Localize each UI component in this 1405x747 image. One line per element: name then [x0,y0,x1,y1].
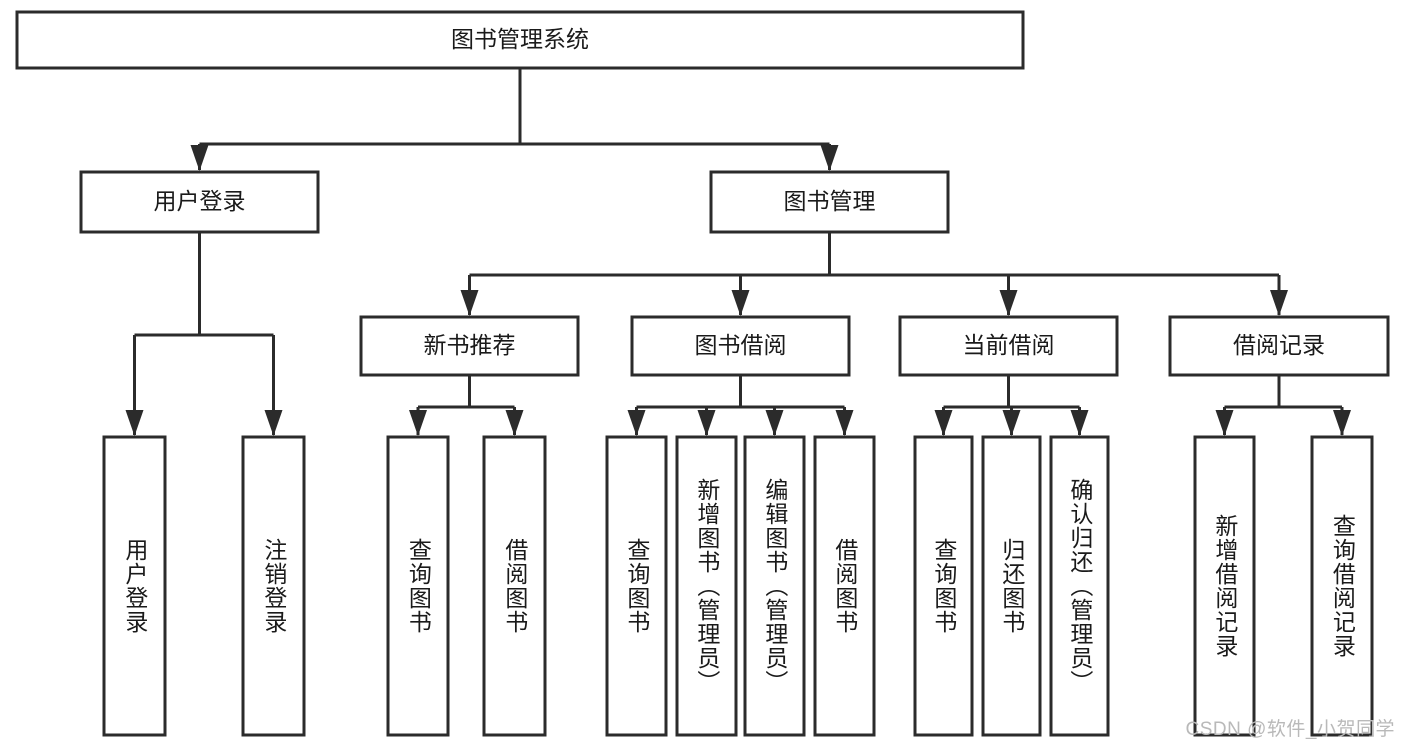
node-box-root[interactable] [15,10,1025,70]
node-hit-leaf-borrow-book-rec[interactable] [484,437,545,735]
node-hit-leaf-borrow-book-borrow[interactable] [815,437,874,735]
node-label-new-book-recommend: 新书推荐 [424,332,516,358]
node-box-borrow-record[interactable] [1168,315,1390,377]
node-hit-leaf-edit-book-admin[interactable] [745,437,804,735]
node-label-book-manage: 图书管理 [784,188,876,214]
node-box-leaf-query-book-current[interactable] [913,435,974,737]
node-hit-leaf-return-book[interactable] [983,437,1040,735]
node-box-new-book-recommend[interactable] [359,315,580,377]
node-hit-leaf-query-borrow-record[interactable] [1312,437,1372,735]
node-box-leaf-add-borrow-record[interactable] [1193,435,1256,737]
connector-lines [125,68,1351,436]
node-box-user-login[interactable] [79,170,320,234]
node-hit-leaf-query-book-borrow[interactable] [607,437,666,735]
node-hit-leaf-confirm-return-admin[interactable] [1051,437,1108,735]
node-label-user-login: 用户登录 [154,188,246,214]
node-box-leaf-query-book-borrow[interactable] [605,435,668,737]
node-box-leaf-query-book-rec[interactable] [386,435,450,737]
node-hit-leaf-add-book-admin[interactable] [677,437,736,735]
node-box-leaf-edit-book-admin[interactable] [743,435,806,737]
node-hit-leaf-add-borrow-record[interactable] [1195,437,1254,735]
node-box-leaf-add-book-admin[interactable] [675,435,738,737]
node-hit-leaf-user-login[interactable] [104,437,165,735]
node-box-leaf-borrow-book-borrow[interactable] [813,435,876,737]
node-label-root: 图书管理系统 [451,26,589,52]
node-box-book-manage[interactable] [709,170,950,234]
node-box-leaf-query-borrow-record[interactable] [1310,435,1374,737]
node-box-leaf-confirm-return-admin[interactable] [1049,435,1110,737]
node-box-leaf-return-book[interactable] [981,435,1042,737]
node-box-leaf-user-login[interactable] [102,435,167,737]
node-box-current-borrow[interactable] [898,315,1119,377]
node-hit-leaf-logout-login[interactable] [243,437,304,735]
node-box-leaf-borrow-book-rec[interactable] [482,435,547,737]
node-label-book-borrow: 图书借阅 [695,332,787,358]
node-hit-leaf-query-book-rec[interactable] [388,437,448,735]
node-label-current-borrow: 当前借阅 [963,332,1055,358]
node-boxes [15,10,1390,737]
node-box-book-borrow[interactable] [630,315,851,377]
node-label-borrow-record: 借阅记录 [1233,332,1325,358]
node-box-leaf-logout-login[interactable] [241,435,306,737]
node-hit-leaf-query-book-current[interactable] [915,437,972,735]
